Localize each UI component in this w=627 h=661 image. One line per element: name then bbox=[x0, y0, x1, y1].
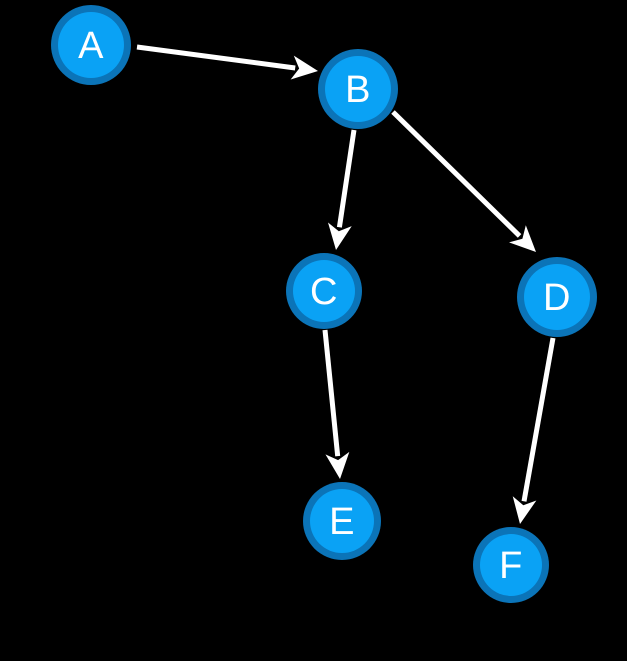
node-core bbox=[58, 12, 124, 78]
node-core bbox=[325, 56, 391, 122]
graph-node-a[interactable]: A bbox=[51, 5, 131, 85]
graph-node-d[interactable]: D bbox=[517, 257, 597, 337]
graph-edge-b-to-c bbox=[327, 129, 357, 250]
node-core bbox=[524, 264, 590, 330]
graph-node-f[interactable]: F bbox=[473, 527, 549, 603]
graph-node-c[interactable]: C bbox=[286, 253, 362, 329]
node-label: F bbox=[499, 545, 523, 587]
arrowhead-icon bbox=[512, 496, 537, 524]
node-label: D bbox=[543, 277, 571, 319]
node-label: C bbox=[310, 271, 338, 313]
arrowhead-icon bbox=[325, 451, 350, 479]
edge-shaft bbox=[322, 329, 341, 457]
graph-edge-d-to-f bbox=[512, 337, 556, 524]
node-core bbox=[310, 489, 374, 553]
edge-shaft bbox=[136, 44, 296, 71]
arrowhead-icon bbox=[509, 225, 536, 252]
graph-edge-c-to-e bbox=[322, 329, 350, 479]
node-label: B bbox=[345, 69, 371, 111]
node-core bbox=[293, 260, 355, 322]
node-layer: A B C D E F bbox=[51, 5, 597, 603]
edge-shaft bbox=[391, 110, 522, 238]
node-label: A bbox=[78, 25, 104, 67]
edge-shaft bbox=[521, 337, 556, 502]
arrowhead-icon bbox=[327, 222, 352, 250]
graph-node-e[interactable]: E bbox=[303, 482, 381, 560]
edge-shaft bbox=[336, 129, 357, 228]
node-label: E bbox=[329, 501, 355, 543]
node-core bbox=[480, 534, 542, 596]
graph-edge-a-to-b bbox=[136, 44, 318, 80]
graph-edge-b-to-d bbox=[391, 110, 536, 252]
arrowhead-icon bbox=[290, 55, 318, 80]
edge-layer bbox=[136, 44, 556, 524]
graph-node-b[interactable]: B bbox=[318, 49, 398, 129]
